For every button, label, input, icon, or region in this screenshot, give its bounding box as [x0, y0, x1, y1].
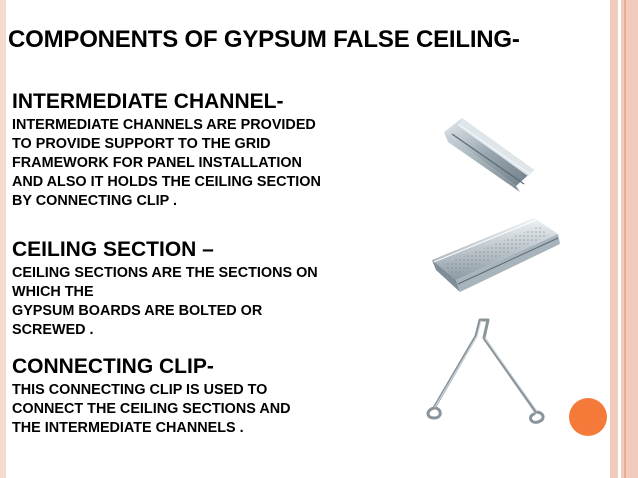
text-line: CONNECT THE CEILING SECTIONS AND [12, 401, 291, 417]
text-line: CEILING SECTIONS ARE THE SECTIONS ON [12, 265, 318, 281]
left-border [0, 0, 6, 478]
text-intermediate-channel: INTERMEDIATE CHANNELS ARE PROVIDED TO PR… [12, 116, 321, 211]
text-line: AND ALSO IT HOLDS THE CEILING SECTION [12, 174, 321, 190]
text-line: BY CONNECTING CLIP . [12, 193, 177, 209]
text-connecting-clip: THIS CONNECTING CLIP IS USED TO CONNECT … [12, 381, 291, 438]
text-line: WHICH THE [12, 284, 94, 300]
text-line: INTERMEDIATE CHANNELS ARE PROVIDED [12, 117, 316, 133]
text-line: THE INTERMEDIATE CHANNELS . [12, 420, 244, 436]
text-ceiling-section: CEILING SECTIONS ARE THE SECTIONS ON WHI… [12, 264, 318, 340]
text-line: GYPSUM BOARDS ARE BOLTED OR [12, 303, 263, 319]
text-line: TO PROVIDE SUPPORT TO THE GRID [12, 136, 271, 152]
slide-title: COMPONENTS OF GYPSUM FALSE CEILING- [8, 26, 520, 53]
text-line: FRAMEWORK FOR PANEL INSTALLATION [12, 155, 302, 171]
heading-ceiling-section: CEILING SECTION – [12, 238, 214, 261]
text-line: SCREWED . [12, 322, 94, 338]
heading-intermediate-channel: INTERMEDIATE CHANNEL- [12, 90, 284, 113]
connecting-clip-image [426, 318, 545, 424]
orange-circle-decoration [569, 398, 607, 436]
right-border-gap [618, 0, 621, 478]
intermediate-channel-image [444, 118, 534, 192]
right-border-stripe [624, 0, 626, 478]
ceiling-section-image [432, 218, 560, 292]
heading-connecting-clip: CONNECTING CLIP- [12, 355, 214, 378]
text-line: THIS CONNECTING CLIP IS USED TO [12, 382, 268, 398]
